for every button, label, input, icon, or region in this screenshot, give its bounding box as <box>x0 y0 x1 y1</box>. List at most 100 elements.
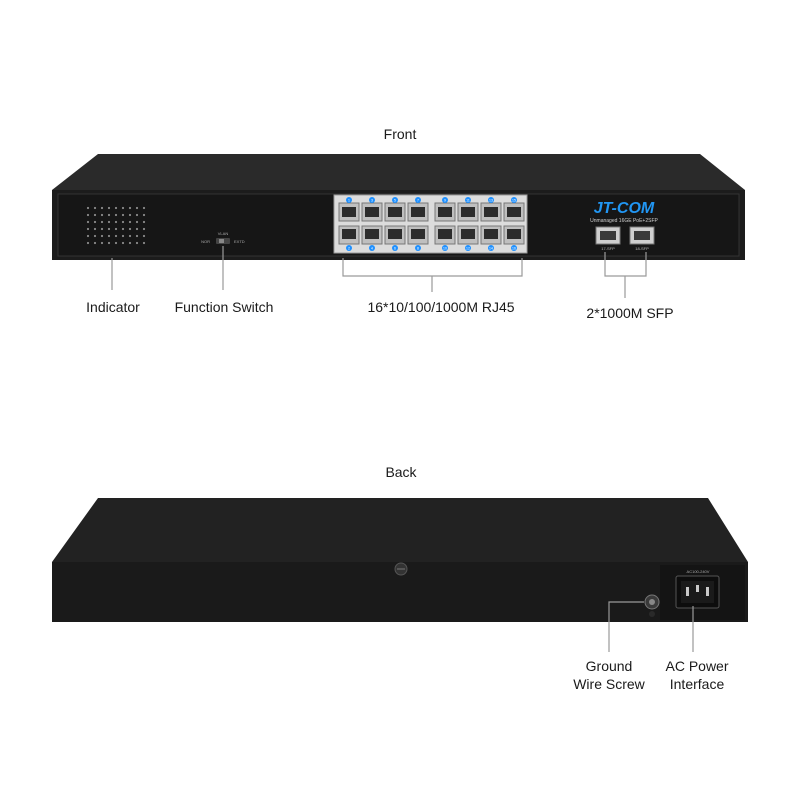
led-dot <box>114 234 118 238</box>
port-number: 16 <box>512 246 516 250</box>
callout-rj45: 16*10/100/1000M RJ45 <box>367 299 515 315</box>
led-dot <box>93 234 97 238</box>
rj45-port[interactable] <box>480 225 502 245</box>
port-number: 1 <box>348 198 350 202</box>
port-number: 14 <box>489 246 493 250</box>
led-dot <box>135 227 139 231</box>
switch-label-left: NOR <box>201 239 210 244</box>
rj45-port[interactable] <box>338 225 360 245</box>
led-dot <box>107 206 111 210</box>
port-number: 7 <box>417 198 419 202</box>
led-dot <box>86 227 90 231</box>
rj45-port[interactable] <box>338 202 360 222</box>
led-dot <box>114 206 118 210</box>
led-dot <box>107 241 111 245</box>
port-number: 4 <box>371 246 373 250</box>
led-dot <box>142 241 146 245</box>
function-switch[interactable]: VLAN NOR EXTD <box>201 231 245 244</box>
port-number-badge <box>442 197 448 203</box>
port-number: 5 <box>394 198 396 202</box>
port-number: 15 <box>512 198 516 202</box>
port-number: 11 <box>466 198 470 202</box>
led-dot <box>142 213 146 217</box>
callout-sfp: 2*1000M SFP <box>586 305 674 321</box>
port-number-badge <box>511 245 517 251</box>
led-dot <box>128 220 132 224</box>
led-dot <box>86 234 90 238</box>
rj45-port[interactable] <box>434 225 456 245</box>
power-rating-text: AC100-240V <box>687 569 710 574</box>
led-dot <box>142 227 146 231</box>
sfp-label-17: 17-SFP <box>601 246 615 251</box>
port-number: 6 <box>394 246 396 250</box>
front-callout-lines <box>111 246 647 298</box>
sfp-port-18[interactable] <box>629 226 655 245</box>
led-dot <box>100 241 104 245</box>
led-dot <box>86 241 90 245</box>
port-number-badge <box>346 197 352 203</box>
rj45-port[interactable] <box>457 202 479 222</box>
led-dot <box>86 206 90 210</box>
led-dot <box>93 227 97 231</box>
rj45-port[interactable] <box>384 202 406 222</box>
led-dot <box>114 213 118 217</box>
rj45-port[interactable] <box>384 225 406 245</box>
indicator-led-panel <box>86 206 146 245</box>
ac-power-socket[interactable]: AC100-240V <box>675 569 720 609</box>
port-number-badge <box>392 197 398 203</box>
rj45-port[interactable] <box>361 225 383 245</box>
callout-indicator: Indicator <box>86 299 140 315</box>
led-dot <box>128 241 132 245</box>
port-number: 12 <box>466 246 470 250</box>
led-dot <box>93 241 97 245</box>
led-dot <box>128 206 132 210</box>
led-dot <box>100 206 104 210</box>
led-dot <box>107 234 111 238</box>
rj45-port[interactable] <box>361 202 383 222</box>
port-number: 10 <box>443 246 447 250</box>
led-dot <box>121 220 125 224</box>
callout-ground-screw: Ground Wire Screw <box>573 657 645 693</box>
rj45-port[interactable] <box>457 225 479 245</box>
led-dot <box>135 241 139 245</box>
led-dot <box>142 206 146 210</box>
led-dot <box>121 206 125 210</box>
led-dot <box>135 213 139 217</box>
rj45-port[interactable] <box>407 225 429 245</box>
callout-ac-power: AC Power Interface <box>665 657 728 693</box>
led-dot <box>100 213 104 217</box>
led-dot <box>121 227 125 231</box>
port-number-badge <box>369 245 375 251</box>
led-dot <box>114 227 118 231</box>
led-dot <box>121 241 125 245</box>
rj45-port[interactable] <box>503 225 525 245</box>
rj45-port[interactable] <box>480 202 502 222</box>
led-dot <box>100 234 104 238</box>
rj45-port[interactable] <box>503 202 525 222</box>
port-number-badge <box>415 245 421 251</box>
ground-screw <box>644 594 660 617</box>
sfp-label-18: 18-SFP <box>635 246 649 251</box>
model-text: Unmanaged 16GE PoE+2SFP <box>590 218 658 224</box>
front-title: Front <box>383 126 417 142</box>
chassis-screw <box>394 562 408 576</box>
sfp-port-17[interactable] <box>595 226 621 245</box>
rj45-port[interactable] <box>434 202 456 222</box>
led-dot <box>86 220 90 224</box>
led-dot <box>114 241 118 245</box>
led-dot <box>121 213 125 217</box>
led-dot <box>114 220 118 224</box>
callout-ac-line1: AC Power <box>665 658 729 674</box>
rj45-ports <box>338 202 525 245</box>
back-title: Back <box>385 464 417 480</box>
callout-ground-line2: Wire Screw <box>573 676 645 692</box>
brand-logo: JT-COM <box>594 200 655 217</box>
led-dot <box>93 213 97 217</box>
led-dot <box>121 234 125 238</box>
led-dot <box>100 220 104 224</box>
rj45-port[interactable] <box>407 202 429 222</box>
port-number-badge <box>511 197 517 203</box>
